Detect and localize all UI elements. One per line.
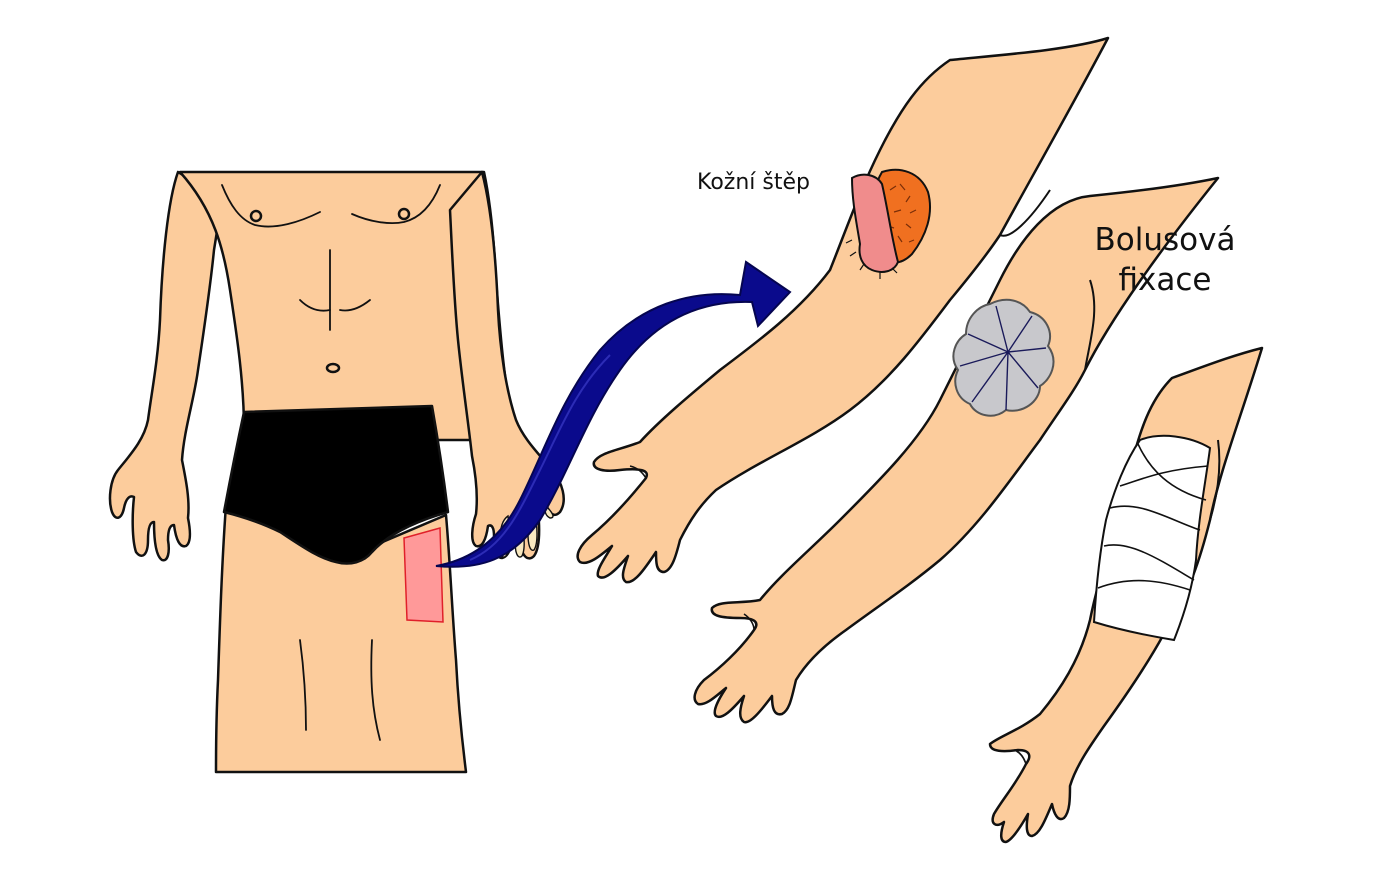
- bandage-wraps: [1097, 443, 1209, 591]
- arm2-shoulder-line: [1084, 279, 1096, 371]
- donor-site-patch: [403, 527, 444, 623]
- transfer-arrow[interactable]: [435, 260, 792, 568]
- arm1-shape: [576, 36, 1110, 584]
- body-left-arm: [108, 170, 224, 562]
- graft-stitches: [845, 239, 898, 279]
- nipple-left: [249, 209, 263, 223]
- elastic-bandage: [1092, 434, 1212, 642]
- arm1-crease: [629, 465, 647, 479]
- arm2-crease: [743, 613, 755, 631]
- nipple-right: [397, 207, 411, 221]
- briefs: [222, 404, 450, 565]
- arm3-shoulder-line: [1209, 439, 1221, 521]
- arm-with-graft: [576, 36, 1110, 584]
- skin-graft-label: Kožní štěp: [697, 170, 810, 195]
- arm1-shoulder-line: [999, 189, 1051, 237]
- body-legs: [214, 503, 468, 774]
- donor-body: [108, 170, 565, 774]
- bolus-fixation-label: Bolusová fixace: [1080, 220, 1250, 300]
- bolus-label-line1: Bolusová: [1094, 222, 1236, 258]
- skin-graft-flap: [850, 173, 900, 273]
- arrow-highlight: [469, 354, 611, 561]
- arm3-crease: [1013, 749, 1027, 765]
- arm-with-bolus: [693, 176, 1220, 724]
- arm2-shape: [693, 176, 1220, 724]
- navel: [325, 362, 341, 374]
- body-details: [221, 184, 441, 741]
- bolus-ties: [959, 305, 1047, 411]
- bolus-label-line2: fixace: [1118, 262, 1212, 298]
- arm-bandaged: [988, 346, 1264, 844]
